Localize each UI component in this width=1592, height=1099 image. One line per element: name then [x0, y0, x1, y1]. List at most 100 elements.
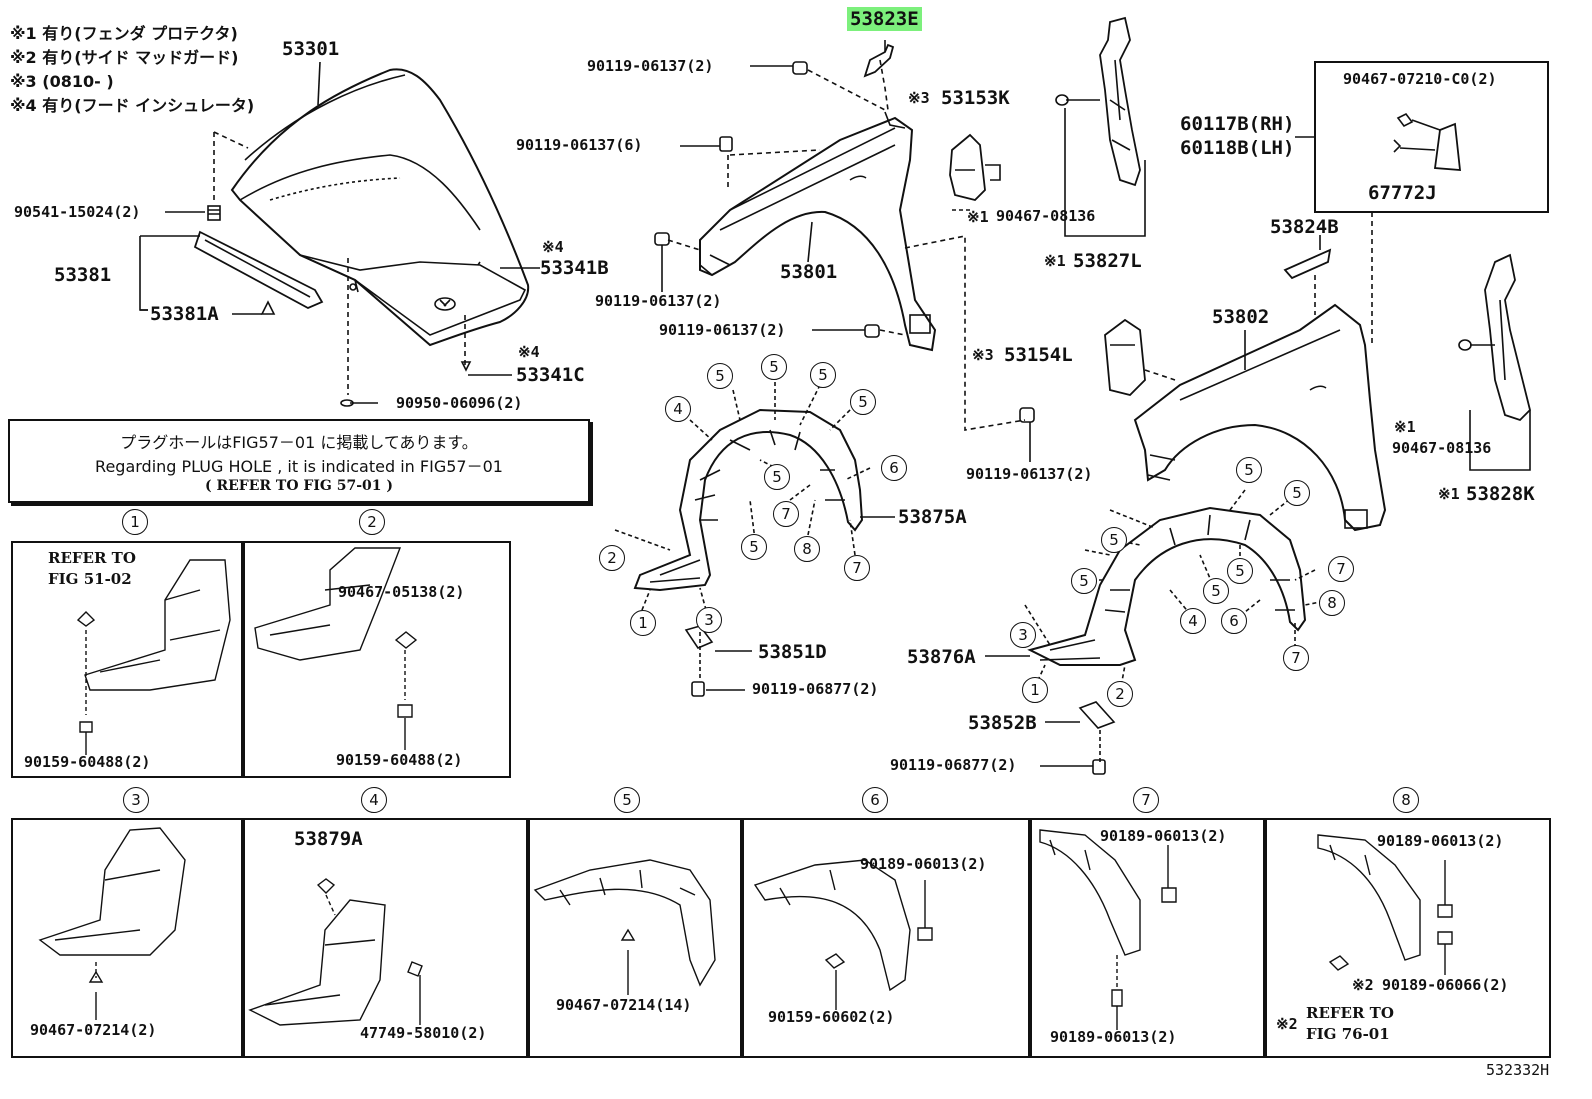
callout-hood[interactable]: 53301 [282, 38, 340, 60]
panel-4-part-top[interactable]: 53879A [294, 828, 363, 850]
bubble-lh-5b[interactable]: 5 [761, 354, 787, 380]
note-japanese: プラグホールはFIG57－01 に掲載してあります。 [120, 433, 478, 452]
callout-bolt-top[interactable]: 90119-06137(2) [587, 57, 714, 75]
callout-hood-bolt[interactable]: 90541-15024(2) [14, 203, 141, 221]
bubble-rh-5b[interactable]: 5 [1284, 480, 1310, 506]
note-english: Regarding PLUG HOLE , it is indicated in… [95, 457, 503, 476]
panel-1-part[interactable]: 90159-60488(2) [24, 753, 151, 771]
bubble-rh-3[interactable]: 3 [1010, 622, 1036, 648]
detail-panel-1 [11, 541, 245, 778]
bracket-53824b-drawing [1283, 248, 1332, 280]
callout-box-clip[interactable]: 90467-07210-C0(2) [1343, 70, 1497, 88]
protector-k-note: ※1 [1438, 485, 1460, 503]
bubble-rh-8[interactable]: 8 [1319, 590, 1345, 616]
bubble-rh-7b[interactable]: 7 [1283, 645, 1309, 671]
panel-8-ref-line1[interactable]: REFER TO [1306, 1004, 1394, 1022]
panel-2-part-top[interactable]: 90467-05138(2) [338, 583, 465, 601]
bubble-lh-7a[interactable]: 7 [773, 501, 799, 527]
callout-clip-08136-r[interactable]: 90467-08136 [1392, 439, 1492, 457]
callout-bolt-right[interactable]: 90119-06137(2) [966, 465, 1093, 483]
panel-1-ref-line1[interactable]: REFER TO [48, 549, 136, 567]
note-reference[interactable]: ( REFER TO FIG 57-01 ) [204, 478, 393, 494]
panel-6-part-top[interactable]: 90189-06013(2) [860, 855, 987, 873]
protector-53827l-drawing [1055, 16, 1141, 187]
bubble-rh-5f[interactable]: 5 [1227, 558, 1253, 584]
panel-8-part-top[interactable]: 90189-06013(2) [1377, 832, 1504, 850]
callout-seal-l[interactable]: 53154L [1004, 344, 1073, 366]
bubble-lh-5e[interactable]: 5 [764, 464, 790, 490]
callout-insulator-b[interactable]: 53341B [540, 257, 609, 279]
panel-7-part-bottom[interactable]: 90189-06013(2) [1050, 1028, 1177, 1046]
callout-plug[interactable]: 90950-06096(2) [396, 394, 523, 412]
bubble-lh-6[interactable]: 6 [881, 455, 907, 481]
bubble-rh-5d[interactable]: 5 [1071, 568, 1097, 594]
panel-1-ref-line2[interactable]: FIG 51-02 [48, 570, 132, 588]
bubble-rh-2[interactable]: 2 [1107, 681, 1133, 707]
panel-8-part-mid[interactable]: 90189-06066(2) [1382, 976, 1509, 994]
callout-seal-group[interactable]: 53381 [54, 264, 112, 286]
panel-8-ref-line2[interactable]: FIG 76-01 [1306, 1025, 1390, 1043]
panel-5-part[interactable]: 90467-07214(14) [556, 996, 692, 1014]
panel-7-part-top[interactable]: 90189-06013(2) [1100, 827, 1227, 845]
mudguard-drawing [1393, 112, 1462, 171]
hood-drawing [230, 68, 530, 347]
callout-seal-k[interactable]: 53153K [941, 87, 1010, 109]
highlighted-part-label[interactable]: 53823E [847, 7, 922, 31]
bubble-lh-5f[interactable]: 5 [741, 534, 767, 560]
hood-seal-drawing [193, 230, 324, 315]
diagram-id: 532332H [1486, 1061, 1550, 1079]
footnote-3: ※3 (0810- ) [10, 72, 114, 91]
bubble-rh-1[interactable]: 1 [1022, 677, 1048, 703]
callout-bolt-lower[interactable]: 90119-06137(2) [659, 321, 786, 339]
detail-panel-5 [526, 818, 744, 1058]
callout-clip-08136[interactable]: 90467-08136 [996, 207, 1096, 225]
callout-liner-876[interactable]: 53876A [907, 646, 976, 668]
bubble-lh-8[interactable]: 8 [794, 536, 820, 562]
callout-seal[interactable]: 53381A [150, 303, 219, 325]
panel-1-number: 1 [122, 509, 148, 535]
callout-bracket-b[interactable]: 53824B [1270, 216, 1339, 238]
seal-k-note: ※3 [908, 89, 930, 107]
fender-solid-leaders [661, 40, 1031, 462]
bubble-lh-3[interactable]: 3 [696, 607, 722, 633]
bubble-lh-5c[interactable]: 5 [810, 362, 836, 388]
bubble-lh-2[interactable]: 2 [599, 545, 625, 571]
bubble-lh-7b[interactable]: 7 [844, 555, 870, 581]
panel-6-part-bottom[interactable]: 90159-60602(2) [768, 1008, 895, 1026]
callout-protector-k[interactable]: 53828K [1466, 483, 1535, 505]
detail-panel-2 [241, 541, 511, 778]
callout-bracket-d[interactable]: 53851D [758, 641, 827, 663]
callout-screw-06877-bottom[interactable]: 90119-06877(2) [890, 756, 1017, 774]
callout-bolt-6[interactable]: 90119-06137(6) [516, 136, 643, 154]
callout-bolt-left-lower[interactable]: 90119-06137(2) [595, 292, 722, 310]
bubble-lh-4[interactable]: 4 [665, 396, 691, 422]
bubble-lh-1[interactable]: 1 [630, 610, 656, 636]
callout-mudguard-lh[interactable]: 60118B(LH) [1180, 137, 1295, 159]
panel-2-number: 2 [359, 509, 385, 535]
bubble-lh-5d[interactable]: 5 [850, 389, 876, 415]
bubble-rh-5c[interactable]: 5 [1101, 527, 1127, 553]
bubble-rh-5a[interactable]: 5 [1236, 457, 1262, 483]
bubble-rh-7a[interactable]: 7 [1328, 556, 1354, 582]
seal-53153k-drawing [949, 133, 1001, 201]
callout-screw-06877-top[interactable]: 90119-06877(2) [752, 680, 879, 698]
callout-fender-rh[interactable]: 53802 [1212, 306, 1270, 328]
protector-53828k-drawing [1458, 253, 1531, 422]
bubble-lh-5a[interactable]: 5 [707, 363, 733, 389]
callout-liner-a[interactable]: 53875A [898, 506, 967, 528]
panel-4-part-bottom[interactable]: 47749-58010(2) [360, 1024, 487, 1042]
callout-protector-l[interactable]: 53827L [1073, 250, 1142, 272]
bracket-53851d-drawing [684, 625, 714, 649]
panel-2-part-bottom[interactable]: 90159-60488(2) [336, 751, 463, 769]
callout-bracket-852[interactable]: 53852B [968, 712, 1037, 734]
bubble-rh-5e[interactable]: 5 [1203, 578, 1229, 604]
callout-fender-lh[interactable]: 53801 [780, 261, 838, 283]
panel-3-part[interactable]: 90467-07214(2) [30, 1021, 157, 1039]
bubble-rh-4[interactable]: 4 [1180, 608, 1206, 634]
callout-53823e-highlighted[interactable]: 53823E [847, 7, 922, 31]
callout-mudguard-rh[interactable]: 60117B(RH) [1180, 113, 1295, 135]
bubble-rh-6[interactable]: 6 [1221, 608, 1247, 634]
callout-box-part[interactable]: 67772J [1368, 182, 1437, 204]
callout-insulator-c[interactable]: 53341C [516, 364, 585, 386]
